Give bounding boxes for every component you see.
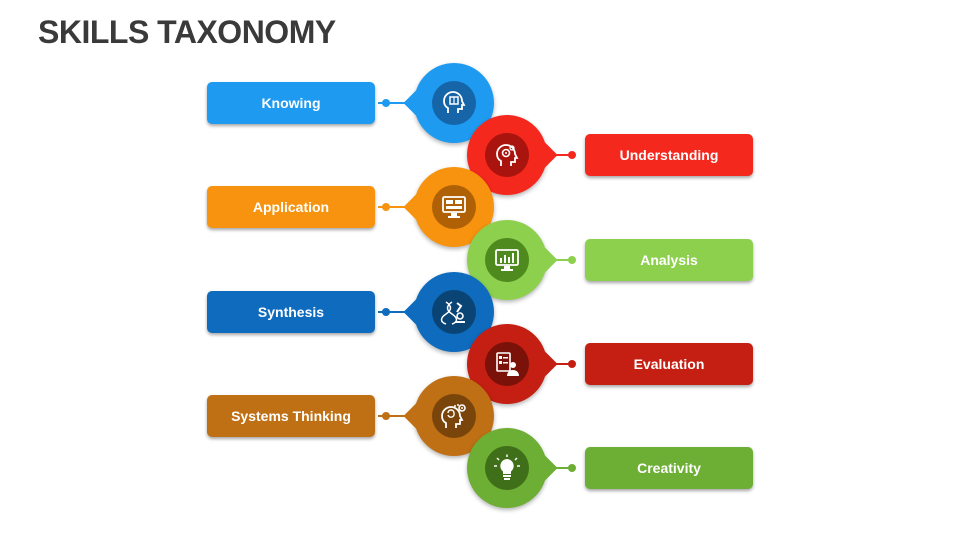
circle-pointer <box>526 348 558 380</box>
circle-pointer <box>526 452 558 484</box>
head-book-icon <box>443 91 466 113</box>
connector-synthesis <box>378 310 420 313</box>
connector-dot <box>382 412 390 421</box>
head-thinking-icon <box>441 404 466 429</box>
icon-badge <box>432 185 476 230</box>
skill-label-evaluation: Evaluation <box>585 343 753 385</box>
connector-knowing <box>378 102 420 104</box>
skill-label-synthesis: Synthesis <box>207 290 375 333</box>
skill-label-understanding: Understanding <box>585 134 753 177</box>
skill-circle-creativity <box>467 428 558 509</box>
connector-dot <box>568 151 576 160</box>
skill-label-analysis: Analysis <box>585 238 753 281</box>
connector-dot <box>382 99 390 107</box>
lightbulb-icon <box>494 454 520 481</box>
circle-pointer <box>403 296 435 328</box>
dna-microscope-icon <box>440 301 465 325</box>
icon-badge <box>485 342 529 386</box>
connector-dot <box>382 307 390 316</box>
circle-pointer <box>403 400 435 432</box>
skill-label-systems-thinking: Systems Thinking <box>207 395 375 438</box>
circle-pointer <box>526 244 558 276</box>
connector-systems-thinking <box>378 415 420 418</box>
skill-label-creativity: Creativity <box>585 447 753 490</box>
circle-pointer <box>403 191 435 223</box>
checklist-person-icon <box>496 352 519 376</box>
icon-badge <box>485 133 529 178</box>
connector-dot <box>568 360 576 368</box>
skill-label-knowing: Knowing <box>207 82 375 124</box>
icon-badge <box>485 237 529 282</box>
page-title: SKILLS TAXONOMY <box>38 14 336 50</box>
icon-badge <box>432 289 476 334</box>
icon-badge <box>485 446 529 491</box>
monitor-dashboard-icon <box>442 196 466 219</box>
skill-label-application: Application <box>207 186 375 229</box>
monitor-chart-icon <box>495 248 519 271</box>
icon-badge <box>432 81 476 125</box>
connector-dot <box>568 464 576 473</box>
head-gear-icon <box>496 144 519 167</box>
icon-badge <box>432 394 476 439</box>
connector-dot <box>568 255 576 264</box>
circle-pointer <box>526 139 558 171</box>
circle-pointer <box>403 87 435 119</box>
connector-dot <box>382 203 390 212</box>
connector-application <box>378 206 420 209</box>
